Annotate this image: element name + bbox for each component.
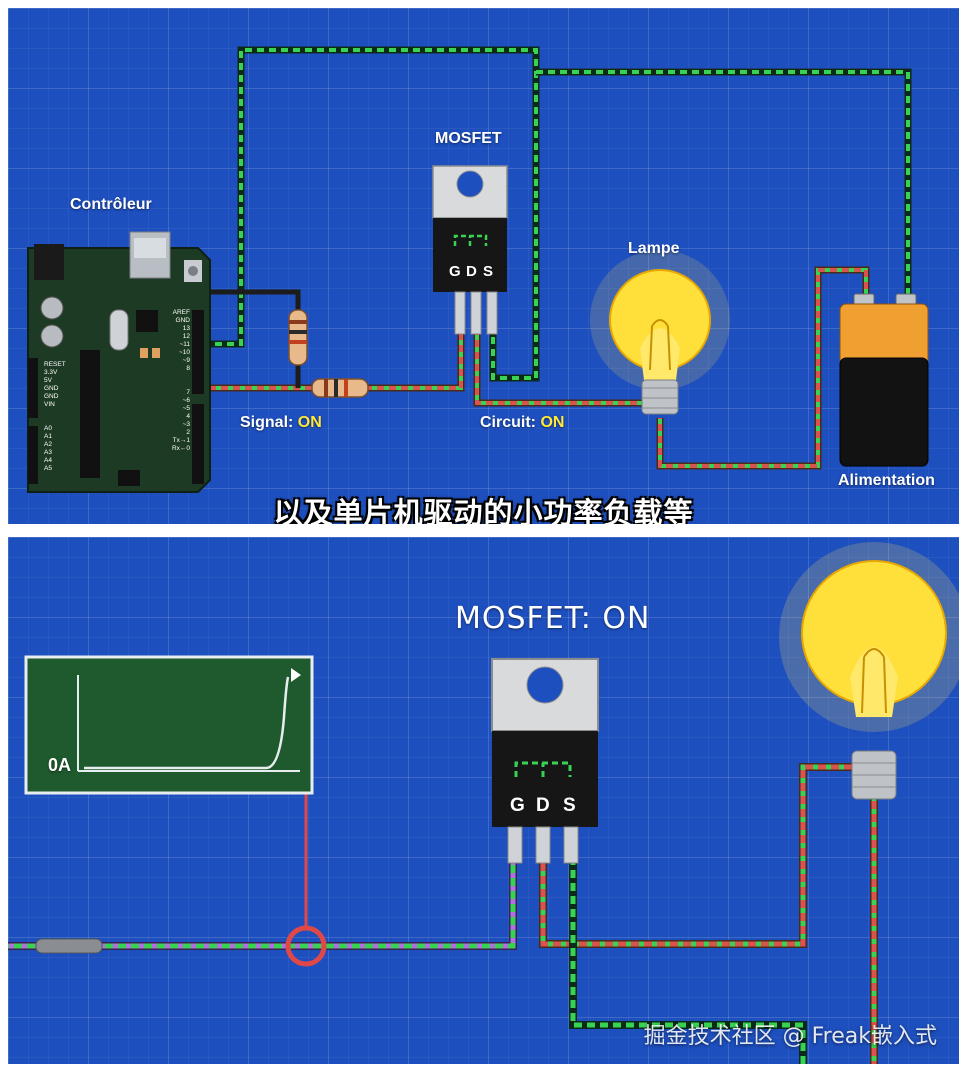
board-pin-label-right: ~5 [183, 405, 191, 412]
lamp-icon [590, 250, 730, 415]
board-pin-label-right: Tx→1 [173, 437, 191, 444]
supply-label: Alimentation [838, 472, 935, 489]
current-probe-icon [285, 793, 327, 967]
board-pin-label-left: GND [44, 393, 59, 400]
board-pin-label-right: ~3 [183, 421, 191, 428]
circuit-label: Circuit: [480, 414, 536, 431]
board-pin-label-right: Rx←0 [172, 445, 190, 452]
pin-gate-label: G [510, 795, 525, 816]
mosfet-label: MOSFET [435, 130, 502, 147]
board-pin-label-left: A3 [44, 449, 52, 456]
board-pin-label-left: VIN [44, 401, 55, 408]
lamp-icon [779, 542, 959, 800]
controller-label: Contrôleur [70, 196, 152, 213]
battery-icon [839, 293, 929, 467]
board-pin-label-right: 13 [183, 325, 191, 332]
signal-state: ON [297, 414, 322, 431]
lamp-label: Lampe [628, 240, 680, 257]
board-pin-label-left: A5 [44, 465, 52, 472]
bottom-circuit-panel: MOSFET: ON 0A G D S 掘金技术社区 @ Freak嵌入式 [8, 537, 959, 1064]
subtitle-caption: 以及单片机驱动的小功率负载等 [273, 496, 694, 524]
resistor-pulldown-icon [288, 309, 308, 366]
signal-status: Signal: ON [240, 414, 322, 432]
mosfet-icon [491, 658, 599, 864]
mosfet-icon [432, 165, 508, 335]
circuit-status: Circuit: ON [480, 414, 564, 432]
board-pin-label-right: 4 [186, 413, 190, 420]
board-pin-label-right: ~6 [183, 397, 191, 404]
wire-gnd-to-supply [203, 46, 912, 382]
mosfet-title: MOSFET: ON [455, 601, 651, 636]
circuit-state: ON [540, 414, 565, 431]
pin-source-label: S [483, 263, 494, 280]
wire-pulldown [203, 289, 301, 388]
scope-axis-label: 0A [48, 755, 72, 775]
board-pin-label-right: 2 [186, 429, 190, 436]
board-pin-label-right: ~11 [179, 341, 190, 348]
wire-drain-to-lamp [539, 763, 878, 1064]
board-pin-label-right: 7 [186, 389, 190, 396]
resistor-gate-icon [311, 378, 369, 398]
watermark: 掘金技术社区 @ Freak嵌入式 [643, 1024, 937, 1049]
pin-drain-label: D [466, 263, 477, 280]
board-pin-label-right: 8 [186, 365, 190, 372]
board-pin-label-left: A2 [44, 441, 52, 448]
wire-gate-signal [8, 857, 517, 954]
board-pin-label-left: 5V [44, 377, 53, 384]
board-pin-label-left: 3.3V [44, 369, 58, 376]
board-pin-label-right: AREF [173, 309, 190, 316]
board-pin-label-left: A0 [44, 425, 52, 432]
board-pin-label-right: 12 [183, 333, 191, 340]
wire-source-to-ground [569, 857, 807, 1064]
board-pin-label-right: GND [176, 317, 191, 324]
play-icon [291, 668, 301, 682]
oscilloscope-display [24, 655, 314, 795]
board-pin-label-left: RESET [44, 361, 66, 368]
pin-gate-label: G [449, 263, 461, 280]
pin-drain-label: D [536, 795, 550, 816]
board-pin-label-left: A1 [44, 433, 52, 440]
pin-source-label: S [563, 795, 576, 816]
microcontroller-board-icon [27, 231, 211, 493]
top-circuit-drawing: AREFGND1312~11~10~987~6~54~32Tx→1Rx←0RES… [27, 46, 929, 493]
board-pin-label-left: GND [44, 385, 59, 392]
bottom-circuit-drawing [8, 542, 959, 1064]
board-pin-label-right: ~9 [183, 357, 191, 364]
board-pin-label-left: A4 [44, 457, 52, 464]
signal-label: Signal: [240, 414, 294, 431]
board-pin-label-right: ~10 [179, 349, 190, 356]
